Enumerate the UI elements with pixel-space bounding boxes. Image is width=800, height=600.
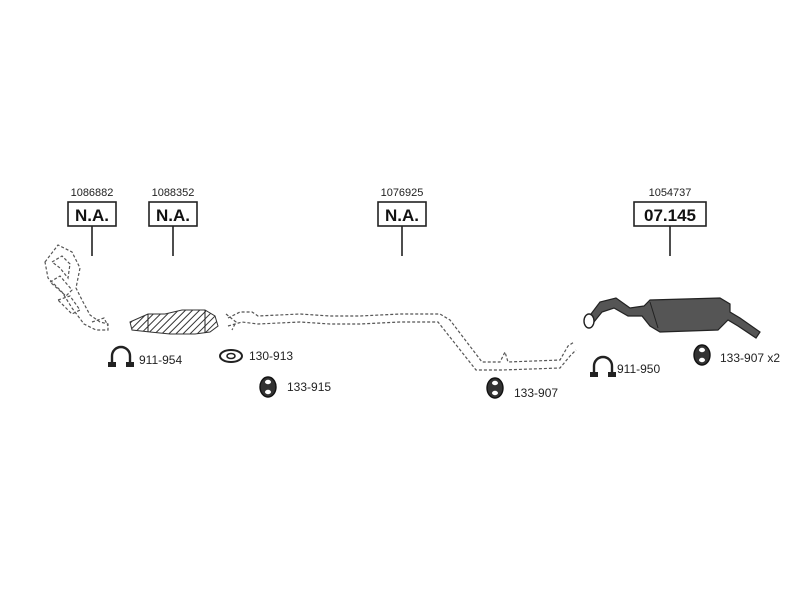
callout-1054737[interactable]: 1054737 07.145 (633, 187, 707, 256)
callout-box (377, 201, 427, 227)
callout-1076925[interactable]: 1076925 N.A. (377, 187, 427, 256)
callout-ref-number: 1054737 (649, 187, 692, 199)
part-130-913[interactable]: 130-913 (219, 349, 293, 363)
callout-box (148, 201, 198, 227)
middle-pipe-drawing (225, 311, 577, 371)
part-911-950[interactable]: 911-950 (590, 355, 660, 377)
rubber-mount-icon (259, 376, 277, 398)
rubber-mount-icon (693, 344, 711, 366)
callout-label: N.A. (385, 206, 419, 225)
callout-ref-number: 1076925 (381, 187, 424, 199)
callout-1088352[interactable]: 1088352 N.A. (148, 187, 198, 256)
part-code: 133-907 (514, 386, 558, 400)
callout-1086882[interactable]: 1086882 N.A. (67, 187, 117, 256)
callout-ref-number: 1086882 (71, 187, 114, 199)
callout-ref-number: 1088352 (152, 187, 195, 199)
part-code: 911-950 (617, 362, 660, 376)
exhaust-manifold-drawing (44, 244, 109, 331)
part-code: 133-915 (287, 380, 331, 394)
part-133-915[interactable]: 133-915 (259, 376, 331, 398)
callout-label: 07.145 (644, 206, 696, 225)
callout-label: N.A. (156, 206, 190, 225)
part-code: 911-954 (139, 353, 182, 367)
catalytic-converter-drawing (129, 309, 219, 335)
part-code: 130-913 (249, 349, 293, 363)
gasket-icon (219, 349, 243, 363)
callout-label: N.A. (75, 206, 109, 225)
part-code: 133-907 x2 (720, 351, 780, 365)
clamp-icon (590, 355, 616, 377)
part-911-954[interactable]: 911-954 (108, 345, 182, 367)
rear-silencer-drawing (583, 297, 761, 339)
part-133-907[interactable]: 133-907 (486, 377, 558, 400)
rubber-mount-icon (486, 377, 504, 399)
part-133-907-x2[interactable]: 133-907 x2 (693, 344, 780, 366)
clamp-icon (108, 345, 134, 367)
